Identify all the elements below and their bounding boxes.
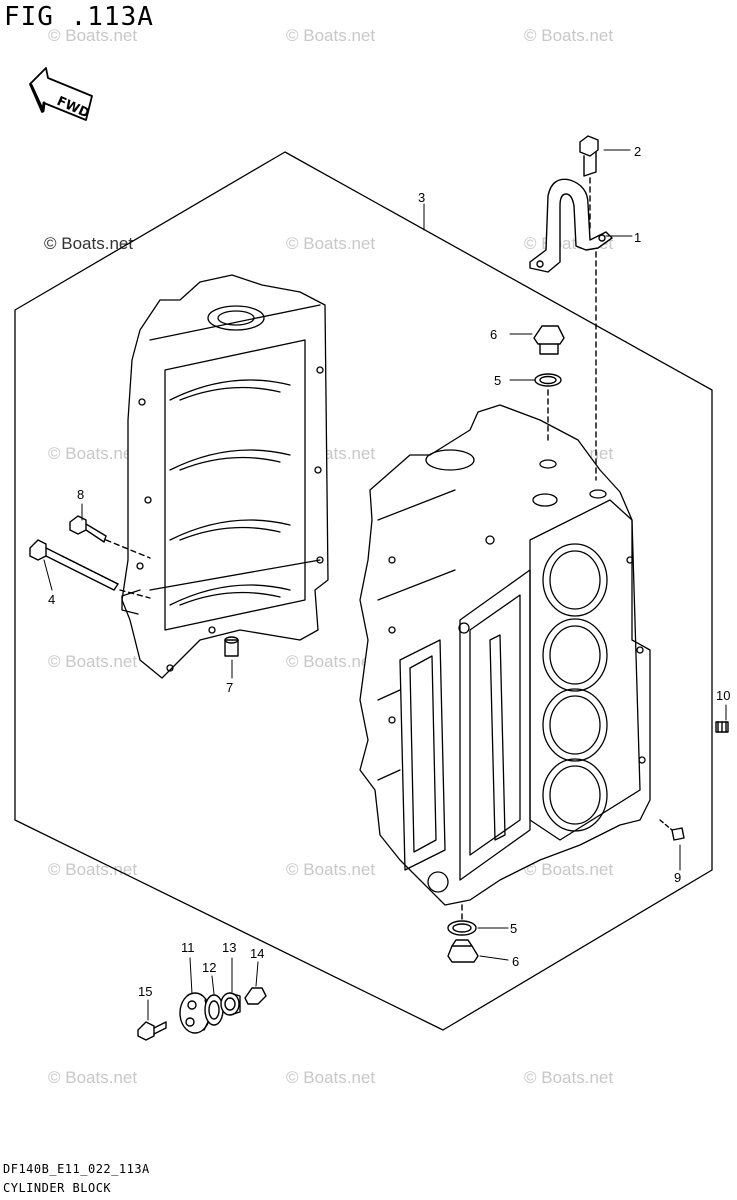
- cylinder-block: [359, 404, 651, 906]
- gasket: [204, 994, 224, 1026]
- bracket: [529, 178, 613, 273]
- watermark: © Boats.net: [286, 1068, 376, 1087]
- watermark: © Boats.net: [286, 652, 376, 671]
- watermark: © Boats.net: [48, 1068, 138, 1087]
- callout-6b: 6: [512, 954, 519, 969]
- watermark: © Boats.net: [286, 26, 376, 45]
- watermark: © Boats.net: [286, 234, 376, 253]
- callout-8: 8: [77, 487, 84, 502]
- gasket: [534, 373, 562, 387]
- leader-dashed: [119, 589, 151, 599]
- callout-13: 13: [222, 940, 236, 955]
- fwd-arrow-icon: FWD: [29, 67, 93, 122]
- figure-title: FIG .113A: [4, 2, 154, 32]
- watermark: © Boats.net: [48, 860, 138, 879]
- plug-screw: [715, 721, 729, 733]
- callout-9: 9: [674, 870, 681, 885]
- callout-5: 5: [494, 373, 501, 388]
- callout-14: 14: [250, 946, 264, 961]
- gasket: [447, 920, 477, 936]
- leader-dashed: [105, 539, 151, 559]
- callout-7: 7: [226, 680, 233, 695]
- callout-6: 6: [490, 327, 497, 342]
- callout-15: 15: [138, 984, 152, 999]
- seal-ring: [220, 992, 241, 1016]
- bolt-short: [69, 515, 107, 543]
- leader-dashed: [659, 819, 673, 831]
- callout-10: 10: [716, 688, 730, 703]
- callout-11: 11: [181, 940, 195, 955]
- small-bolt: [244, 987, 267, 1005]
- leader-dashed: [589, 177, 597, 481]
- callout-1: 1: [634, 230, 641, 245]
- watermark: © Boats.net: [48, 652, 138, 671]
- watermark: © Boats.net: [48, 26, 138, 45]
- drain-plug: [533, 325, 565, 355]
- figure-code: DF140B_E11_022_113A: [3, 1162, 150, 1176]
- callout-4: 4: [48, 592, 55, 607]
- bracket-bolt: [579, 135, 599, 177]
- callout-5b: 5: [510, 921, 517, 936]
- watermark: © Boats.net: [44, 234, 134, 253]
- watermark: © Boats.net: [48, 444, 138, 463]
- watermark: © Boats.net: [524, 26, 614, 45]
- dowel-pin: [224, 636, 239, 657]
- callout-labels: 1 2 3 4 5 6 7 8 9 10 11 12 13 14 15 5 6: [48, 144, 730, 999]
- leader-lines: [43, 149, 727, 1021]
- callout-3: 3: [418, 190, 425, 205]
- watermark: © Boats.net: [524, 860, 614, 879]
- callout-12: 12: [202, 960, 216, 975]
- small-bolt: [137, 1021, 167, 1041]
- figure-caption: CYLINDER BLOCK: [3, 1181, 112, 1195]
- drain-plug: [447, 939, 479, 963]
- callout-2: 2: [634, 144, 641, 159]
- bolt-long: [29, 539, 119, 591]
- dowel-pin: [671, 827, 685, 841]
- assembly-outline: [14, 151, 713, 1031]
- watermark: © Boats.net: [286, 860, 376, 879]
- crankcase-half: [121, 274, 329, 679]
- watermark: © Boats.net: [524, 1068, 614, 1087]
